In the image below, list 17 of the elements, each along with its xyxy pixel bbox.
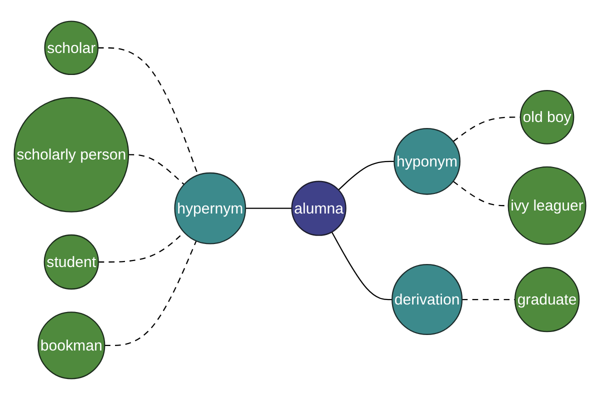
connector — [331, 232, 392, 300]
node-circle: bookman — [38, 312, 106, 380]
connector — [462, 298, 515, 300]
node-circle: alumna — [291, 180, 346, 236]
node-circle: hyponym — [394, 128, 460, 195]
connector — [246, 208, 292, 209]
node-circle: ivy leaguer — [508, 166, 586, 245]
node-circle: scholarly person — [14, 97, 130, 212]
node-circle: scholar — [44, 20, 99, 76]
node-circle: student — [44, 234, 99, 290]
node-circle: old boy — [520, 90, 574, 144]
connector — [104, 240, 197, 346]
connector — [128, 154, 184, 185]
node-circle: derivation — [392, 264, 463, 336]
connector — [338, 160, 394, 190]
node-circle: hypernym — [174, 172, 246, 244]
node-circle: graduate — [514, 266, 580, 332]
